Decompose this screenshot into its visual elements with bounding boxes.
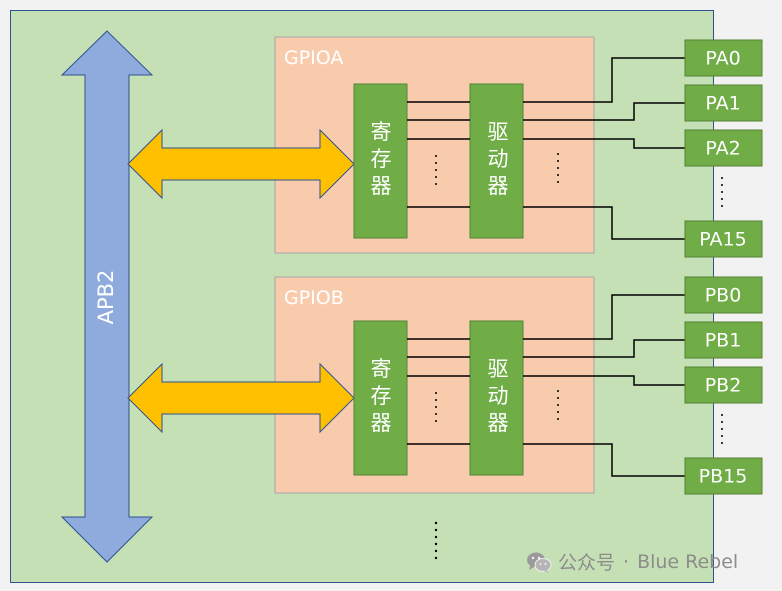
gpiob-register — [353, 320, 408, 476]
gpiob-internal-lines — [407, 338, 470, 445]
pin-pa1-label: PA1 — [705, 93, 740, 115]
gpioa-pins-ellipsis — [721, 177, 723, 207]
pin-pa0-label: PA0 — [705, 48, 740, 70]
gpioa-title: GPIOA — [284, 47, 343, 69]
pin-pb15-label: PB15 — [699, 466, 748, 488]
watermark: 公众号 · Blue Rebel — [526, 548, 738, 575]
wechat-icon — [527, 552, 552, 573]
gpiob-pin-lines — [523, 294, 685, 477]
gpioa-internal-ellipsis — [435, 153, 559, 185]
pin-pb2-label: PB2 — [705, 375, 742, 397]
pin-pa1 — [684, 84, 763, 122]
gpiob-pins-ellipsis — [721, 414, 723, 444]
apb2-bus-arrow — [60, 30, 154, 563]
pin-pa2-label: PA2 — [705, 138, 740, 160]
gpioa-pin-lines — [523, 57, 685, 240]
pin-pa0 — [684, 39, 763, 77]
pin-pb2 — [684, 366, 763, 404]
pin-pa15 — [684, 220, 763, 258]
more-ports-ellipsis — [434, 521, 438, 560]
gpioa-block: GPIOA 寄存器 驱动器 — [127, 36, 685, 254]
watermark-author: Blue Rebel — [637, 550, 739, 573]
pin-pb1-label: PB1 — [705, 330, 742, 352]
gpiob-title: GPIOB — [284, 287, 344, 309]
gpioa-internal-lines — [407, 101, 470, 208]
pin-pa2 — [684, 129, 763, 167]
gpiob-internal-ellipsis — [435, 390, 559, 422]
gpiob-register-label: 寄存器 — [368, 358, 392, 439]
gpioa-register — [353, 83, 408, 239]
gpiob-pins: PB0 PB1 PB2 PB15 — [684, 276, 763, 495]
pin-pb0 — [684, 276, 763, 314]
gpiob-driver — [469, 320, 524, 476]
gpioa-register-label: 寄存器 — [368, 121, 392, 202]
gpioa-driver — [469, 83, 524, 239]
gpiob-driver-label: 驱动器 — [485, 358, 509, 439]
pin-pb15 — [684, 457, 763, 495]
gpioa-pins: PA0 PA1 PA2 PA15 — [684, 39, 763, 258]
apb2-bus-label: APB2 — [94, 270, 118, 325]
gpioa-driver-label: 驱动器 — [485, 121, 509, 202]
gpiob-block: GPIOB 寄存器 驱动器 — [127, 276, 685, 494]
pin-pb1 — [684, 321, 763, 359]
watermark-separator: · — [623, 550, 630, 573]
pin-pb0-label: PB0 — [705, 285, 742, 307]
watermark-source: 公众号 — [558, 552, 616, 574]
pin-pa15-label: PA15 — [699, 229, 746, 251]
